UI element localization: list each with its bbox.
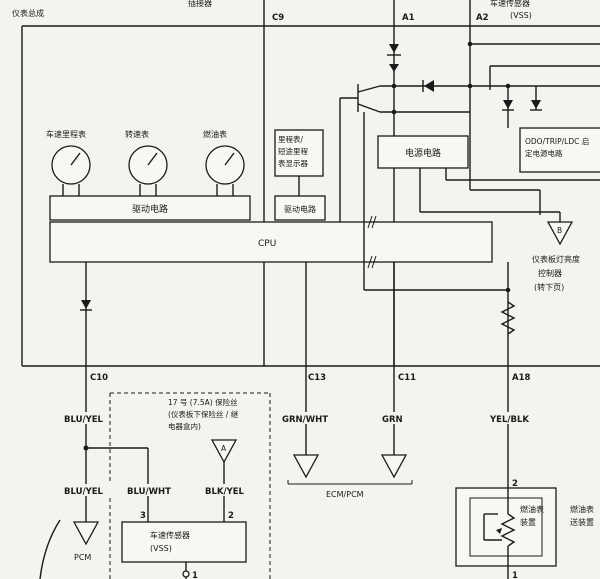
svg-text:车速里程表: 车速里程表 <box>46 129 86 139</box>
pin-c9: C9 <box>272 13 284 23</box>
gauge-speedometer: 车速里程表 <box>46 129 91 196</box>
dimmer-marker: B <box>557 226 562 235</box>
svg-text:2: 2 <box>228 511 234 521</box>
title-connector: 插接器 <box>188 0 212 8</box>
dimmer-controller: B 仪表板灯亮度 控制器 (转下页) <box>532 221 580 292</box>
vss-sensor-box: 3 2 车速传感器 (VSS) 1 <box>121 511 247 579</box>
drive-circuit-small: 驱动电路 <box>274 195 326 221</box>
wire-label-grn-wht: GRN/WHT <box>282 415 328 425</box>
svg-text:3: 3 <box>140 511 146 521</box>
cpu-box: CPU <box>49 215 493 269</box>
gauge-fuel: 燃油表 <box>203 129 245 196</box>
svg-text:里程表/: 里程表/ <box>278 134 303 144</box>
dimmer-label-1: 仪表板灯亮度 <box>532 254 580 264</box>
dimmer-label-2: 控制器 <box>538 268 562 278</box>
svg-text:1: 1 <box>192 571 198 579</box>
wire-label-yel-blk: YEL/BLK <box>489 415 529 425</box>
transistor <box>340 84 470 115</box>
vss-label-1: 车速传感器 <box>150 530 190 540</box>
label-pcm: PCM <box>74 553 91 562</box>
ecm-pcm-terminals: ECM/PCM <box>287 454 413 499</box>
diode-bus <box>380 80 600 128</box>
svg-text:表显示器: 表显示器 <box>278 158 308 168</box>
wire-a2 <box>467 0 600 215</box>
svg-text:CPU: CPU <box>258 239 276 249</box>
drive-circuit-main: 驱动电路 <box>49 195 251 221</box>
wire-label-blu-yel-2: BLU/YEL <box>64 487 104 497</box>
title-instrument-cluster: 仪表总成 <box>12 8 44 18</box>
fuse-label-2: (仪表板下保险丝 / 继 <box>168 409 239 419</box>
gauge-tachometer: 转速表 <box>125 129 168 196</box>
svg-text:1: 1 <box>512 571 518 579</box>
title-vss-sub: (VSS) <box>510 11 532 20</box>
pin-a18: A18 <box>512 373 530 383</box>
fuse-marker: A <box>221 444 227 453</box>
fuel-sender-unit: 2 燃油表 装置 1 燃油表 送装置 <box>455 479 594 579</box>
wire-a1 <box>387 0 401 138</box>
vss-label-2: (VSS) <box>150 544 172 553</box>
svg-text:转速表: 转速表 <box>125 129 149 139</box>
svg-text:燃油表: 燃油表 <box>203 129 227 139</box>
fuel-unit-label-1: 燃油表 <box>520 504 544 514</box>
odo-trip-box: ODO/TRIP/LDC 启 定电源电路 <box>519 127 600 173</box>
svg-text:定电源电路: 定电源电路 <box>525 148 563 158</box>
odo-display-box: 里程表/ 短途里程 表显示器 <box>274 129 324 196</box>
dimmer-label-3: (转下页) <box>534 282 564 292</box>
pullup-resistor <box>500 301 516 335</box>
cluster-outline <box>21 0 600 367</box>
power-circuit-box: 电源电路 <box>377 135 469 169</box>
svg-text:驱动电路: 驱动电路 <box>284 204 316 214</box>
svg-text:2: 2 <box>512 479 518 489</box>
fuel-unit-label-2: 装置 <box>520 517 536 527</box>
fuel-side-label-2: 送装置 <box>570 517 594 527</box>
svg-text:ODO/TRIP/LDC 启: ODO/TRIP/LDC 启 <box>525 136 589 146</box>
pin-c10: C10 <box>90 373 108 383</box>
svg-text:短途里程: 短途里程 <box>278 146 308 156</box>
label-ecm-pcm: ECM/PCM <box>326 490 364 499</box>
wire-label-grn: GRN <box>382 415 403 425</box>
svg-text:驱动电路: 驱动电路 <box>132 203 168 215</box>
wire-label-blk-yel: BLK/YEL <box>205 487 245 497</box>
fuse-label-3: 电器盒内) <box>168 421 201 431</box>
pin-a2: A2 <box>476 13 489 23</box>
title-vss: 车速传感器 <box>490 0 530 8</box>
fuel-side-label-1: 燃油表 <box>570 504 594 514</box>
wire-label-blu-yel: BLU/YEL <box>64 415 104 425</box>
svg-text:电源电路: 电源电路 <box>405 147 441 159</box>
pin-c13: C13 <box>308 373 326 383</box>
pin-c11: C11 <box>398 373 416 383</box>
blu-yel-splice: PCM <box>39 445 149 579</box>
pin-a1: A1 <box>402 13 415 23</box>
wire-label-blu-wht: BLU/WHT <box>127 487 171 497</box>
fuse-label-1: 17 号 (7.5A) 保险丝 <box>168 397 238 407</box>
